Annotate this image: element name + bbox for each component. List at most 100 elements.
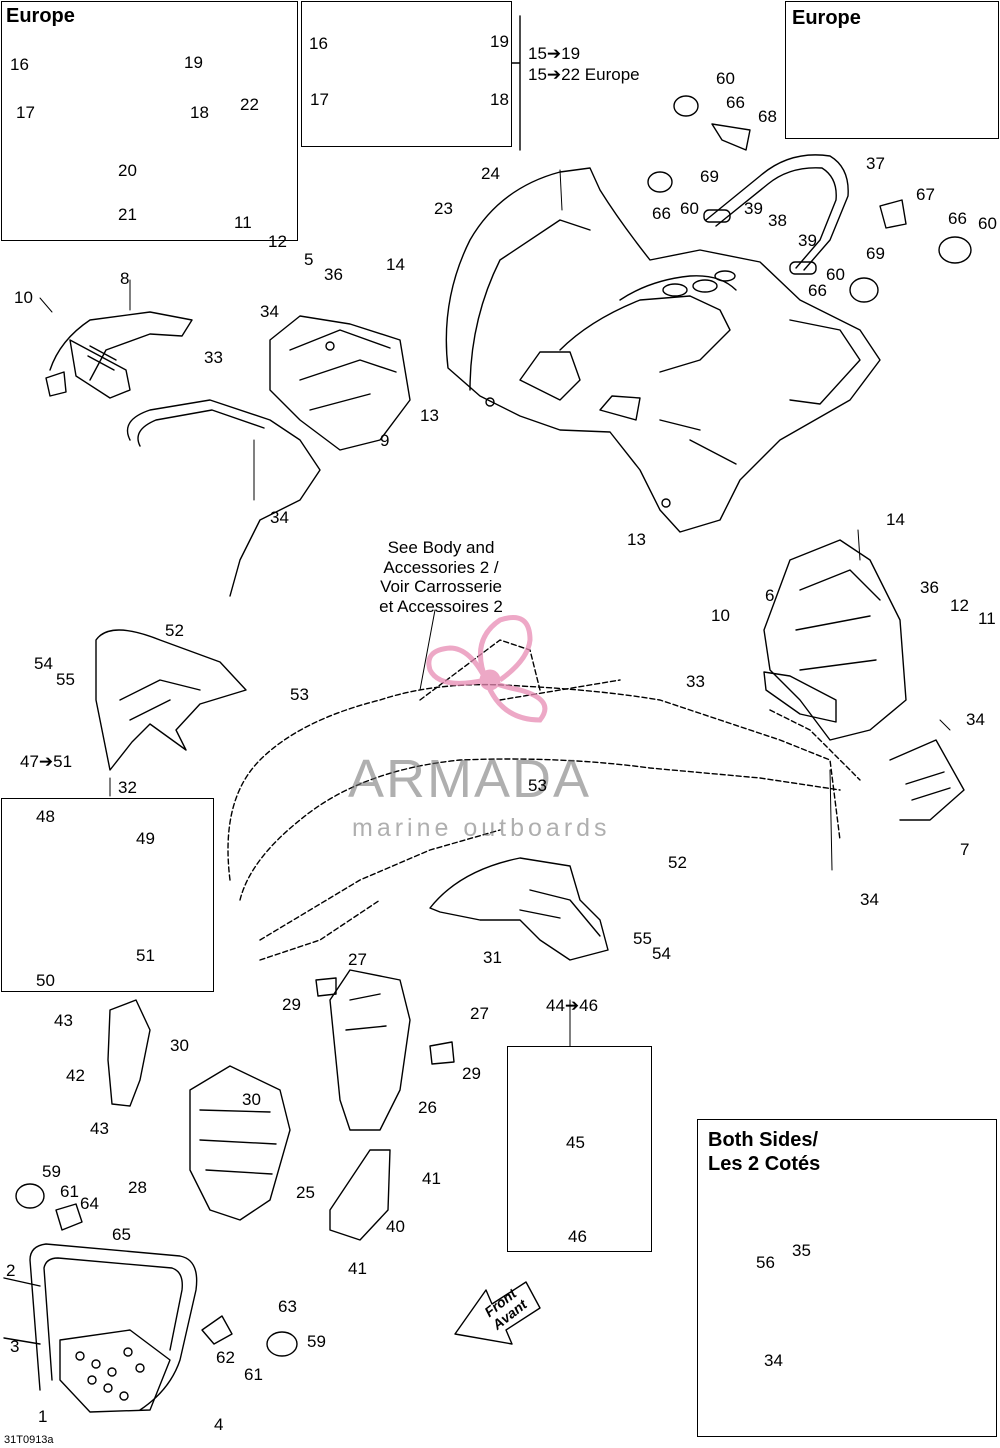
range-47-51-note: 47➔51: [20, 752, 73, 771]
part-callout: 19: [184, 53, 203, 72]
part-callout: 45: [566, 1133, 585, 1152]
part-callout: 14: [886, 510, 905, 529]
part-callout: 66: [726, 93, 745, 112]
part-callout: 5: [304, 250, 314, 269]
part-callout: 34: [260, 302, 279, 321]
part-callout: 38: [768, 211, 787, 230]
front-body-fascia: [445, 167, 881, 533]
left-skid-assembly: [45, 311, 411, 597]
part-callout: 27: [348, 950, 367, 969]
part-callout: 11: [978, 609, 996, 628]
europe-bumper-box-title: Europe: [792, 7, 861, 29]
part-callout: 16: [309, 34, 328, 53]
part-callout: 13: [420, 406, 439, 425]
part-callout: 29: [282, 995, 301, 1014]
watermark-title: ARMADA: [348, 749, 592, 809]
europe-bumper-box: [785, 1, 999, 139]
left-fender: [95, 629, 247, 771]
part-callout: 59: [42, 1162, 61, 1181]
right-fender: [429, 857, 609, 961]
part-callout: 24: [481, 164, 500, 183]
part-callout: 31: [483, 948, 502, 967]
europe-decal-box-title: Europe: [6, 5, 75, 27]
part-callout: 61: [244, 1365, 263, 1384]
part-callout: 21: [118, 205, 137, 224]
part-callout: 42: [66, 1066, 85, 1085]
part-callout: 1: [38, 1407, 48, 1426]
part-callout: 18: [190, 103, 209, 122]
part-callout: 22: [240, 95, 259, 114]
part-callout: 66: [948, 209, 967, 228]
part-callout: 33: [686, 672, 705, 691]
part-callout: 11: [234, 213, 252, 232]
decal-range-note: 15➔19: [528, 44, 581, 63]
see-body-note: See Body and Accessories 2 / Voir Carros…: [356, 538, 526, 616]
part-callout: 12: [950, 596, 969, 615]
part-callout: 4: [214, 1415, 224, 1434]
part-callout: 69: [866, 244, 885, 263]
part-callout: 30: [170, 1036, 189, 1055]
part-callout: 32: [118, 778, 137, 797]
part-callout: 12: [268, 232, 287, 251]
part-callout: 29: [462, 1064, 481, 1083]
part-callout: 61: [60, 1182, 79, 1201]
part-callout: 36: [920, 578, 939, 597]
europe-decal-box: [1, 1, 298, 241]
part-callout: 35: [792, 1241, 811, 1260]
part-callout: 6: [765, 586, 775, 605]
part-callout: 67: [916, 185, 935, 204]
part-callout: 3: [10, 1337, 20, 1356]
watermark-logo: [426, 615, 548, 723]
part-callout: 14: [386, 255, 405, 274]
part-callout: 66: [808, 281, 827, 300]
part-callout: 27: [470, 1004, 489, 1023]
part-callout: 10: [711, 606, 730, 625]
both-sides-title: Both Sides/: [708, 1129, 819, 1151]
part-callout: 19: [490, 32, 509, 51]
part-callout: 10: [14, 288, 33, 307]
frame-reference: [227, 639, 861, 961]
part-callout: 64: [80, 1194, 99, 1213]
part-callout: 52: [668, 853, 687, 872]
front-bumper: [3, 1183, 298, 1413]
part-callout: 7: [960, 840, 970, 859]
part-callout: 69: [700, 167, 719, 186]
decal-box-47-51: [1, 798, 214, 992]
part-callout: 49: [136, 829, 155, 848]
part-callout: 36: [324, 265, 343, 284]
part-callout: 54: [652, 944, 671, 963]
part-callout: 34: [270, 508, 289, 527]
part-callout: 43: [90, 1119, 109, 1138]
part-callout: 66: [652, 204, 671, 223]
part-callout: 17: [310, 90, 329, 109]
part-callout: 34: [966, 710, 985, 729]
part-callout: 34: [860, 890, 879, 909]
part-callout: 8: [120, 269, 130, 288]
part-callout: 13: [627, 530, 646, 549]
part-callout: 26: [418, 1098, 437, 1117]
both-sides-box: [697, 1119, 997, 1437]
leader-lines: [39, 169, 951, 1047]
part-callout: 18: [490, 90, 509, 109]
part-callout: 2: [6, 1261, 16, 1280]
part-callout: 20: [118, 161, 137, 180]
part-callout: 63: [278, 1297, 297, 1316]
part-callout: 50: [36, 971, 55, 990]
part-callout: 59: [307, 1332, 326, 1351]
decal-range-europe-note: 15➔22 Europe: [528, 65, 640, 84]
part-callout: 65: [112, 1225, 131, 1244]
part-callout: 54: [34, 654, 53, 673]
front-direction-arrow: [454, 1281, 541, 1345]
see-body-line-3: Voir Carrosserie: [380, 577, 502, 597]
see-body-line-2: Accessories 2 /: [383, 557, 499, 577]
document-id: 31T0913a: [4, 1434, 54, 1446]
see-body-line-4: et Accessoires 2: [379, 596, 503, 616]
part-callout: 55: [56, 670, 75, 689]
part-callout: 52: [165, 621, 184, 640]
part-callout: 30: [242, 1090, 261, 1109]
part-callout: 60: [716, 69, 735, 88]
part-callout: 34: [764, 1351, 783, 1370]
part-callout: 41: [422, 1169, 441, 1188]
part-callout: 40: [386, 1217, 405, 1236]
